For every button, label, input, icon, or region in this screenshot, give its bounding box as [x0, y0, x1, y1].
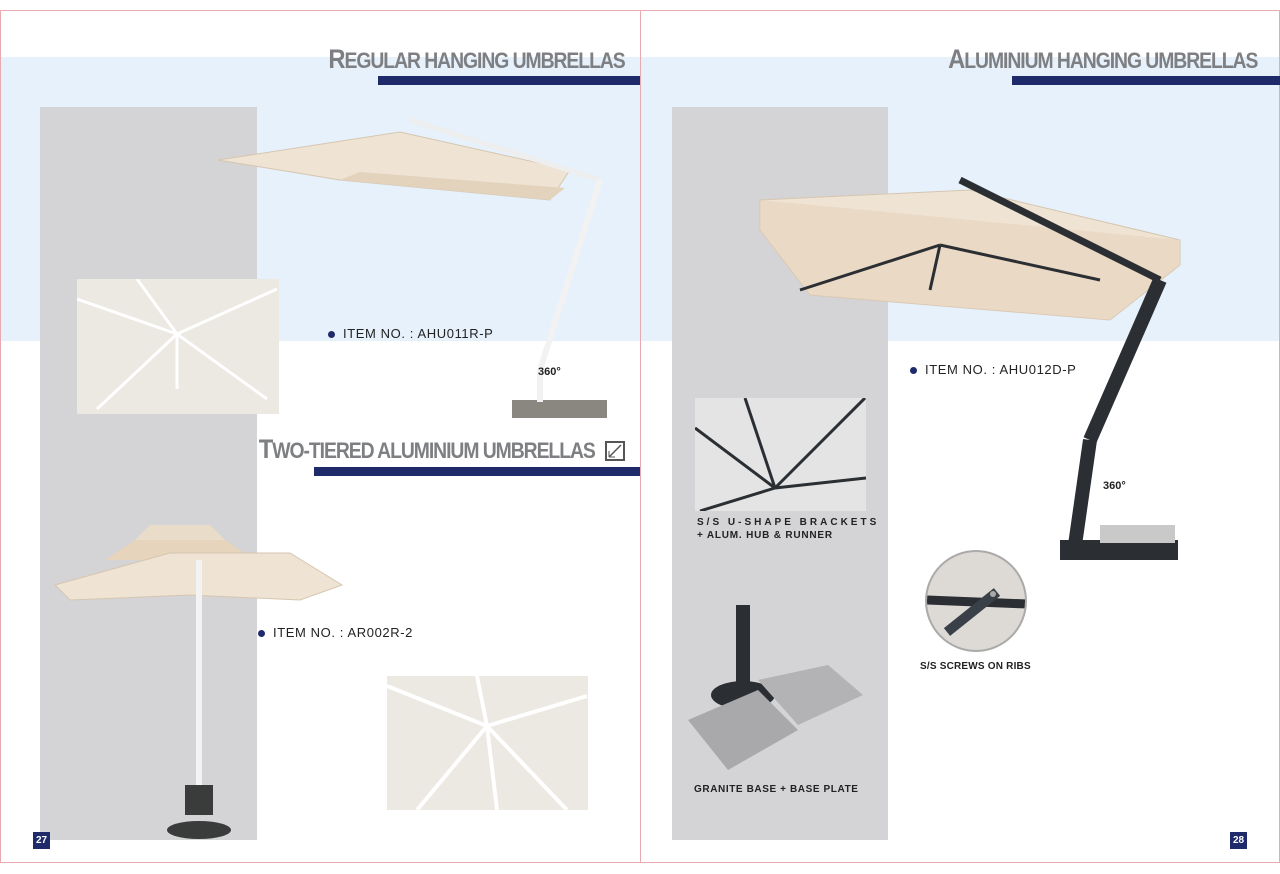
two-tiered-umbrella-image: [54, 525, 344, 839]
heading-bar: [378, 76, 640, 85]
granite-base-image: [688, 605, 863, 770]
page-number-27: 27: [33, 832, 50, 849]
bullet-icon: [258, 630, 265, 638]
heading-regular-hanging: REGULAR HANGING UMBRELLAS: [328, 44, 626, 74]
caption-brackets-line2: + ALUM. HUB & RUNNER: [697, 530, 833, 541]
hub-detail-photo: [387, 676, 588, 810]
caption-brackets-line1: S/S U-SHAPE BRACKETS: [697, 517, 880, 528]
diagonal-arrow-icon: [605, 441, 625, 461]
rotation-label: 360°: [1103, 480, 1126, 492]
caption-granite-base: GRANITE BASE + BASE PLATE: [694, 784, 859, 795]
heading-bar: [1012, 76, 1280, 85]
page-number-28: 28: [1230, 832, 1247, 849]
heading-bar: [314, 467, 640, 476]
brackets-detail-photo: [695, 398, 866, 511]
aluminium-umbrella-image: [759, 176, 1181, 560]
left-gray-panel: [40, 107, 257, 840]
hanging-umbrella-image: [217, 117, 607, 418]
item-number-ahu011r-p: ITEM NO. : AHU011R-P: [328, 326, 493, 341]
heading-two-tiered: TWO-TIERED ALUMINIUM UMBRELLAS: [259, 434, 596, 464]
heading-aluminium-hanging: ALUMINIUM HANGING UMBRELLAS: [947, 44, 1258, 74]
spread-divider: [640, 10, 641, 863]
item-number-ar002r-2: ITEM NO. : AR002R-2: [258, 625, 413, 640]
rotation-label: 360°: [538, 366, 561, 378]
bullet-icon: [328, 331, 335, 339]
item-number-ahu012d-p: ITEM NO. : AHU012D-P: [910, 362, 1076, 377]
ribs-detail-photo: [77, 279, 279, 414]
caption-screws: S/S SCREWS ON RIBS: [920, 661, 1031, 672]
bullet-icon: [910, 367, 917, 375]
screws-detail-photo: [925, 550, 1027, 652]
